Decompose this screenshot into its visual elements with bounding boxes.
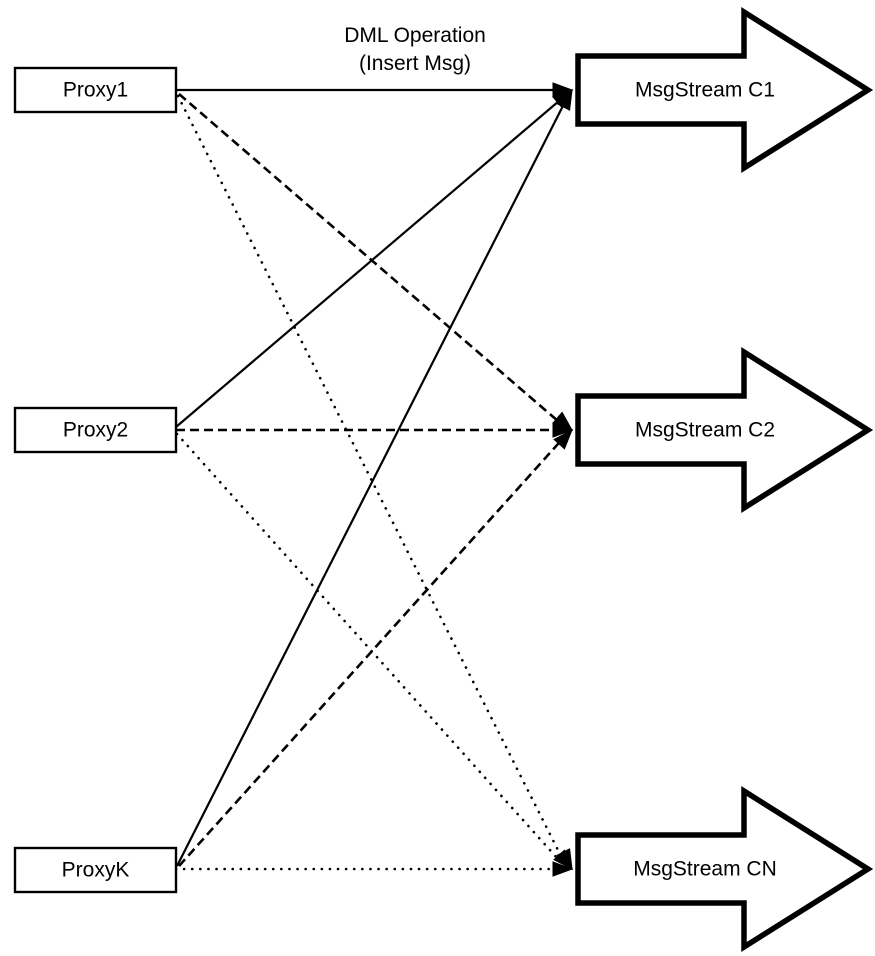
msgstream-label-stream-cn: MsgStream CN xyxy=(633,858,777,881)
msgstream-node-stream-c1[interactable]: MsgStream C1 xyxy=(575,7,874,173)
msgstream-arrow-shape-stream-c2[interactable] xyxy=(575,347,874,513)
edge-label-group: DML Operation (Insert Msg) xyxy=(344,24,486,75)
proxy-box-proxyk[interactable] xyxy=(13,846,178,894)
msgstream-node-layer: MsgStream C1 MsgStream C2 MsgStream CN xyxy=(575,7,874,952)
proxy-node-proxyk[interactable]: ProxyK xyxy=(13,846,178,894)
proxy-label-proxyk: ProxyK xyxy=(62,859,130,882)
arrowhead-pk-c2 xyxy=(553,428,573,450)
link-pk-c1 xyxy=(176,95,569,867)
msgstream-label-stream-c1: MsgStream C1 xyxy=(635,79,775,102)
link-pk-c2 xyxy=(178,434,567,867)
dml-operation-label-line1: DML Operation xyxy=(344,24,486,47)
proxy-label-proxy2: Proxy2 xyxy=(63,419,128,442)
proxy-node-proxy2[interactable]: Proxy2 xyxy=(13,406,178,454)
msgstream-node-stream-c2[interactable]: MsgStream C2 xyxy=(575,347,874,513)
arrowhead-layer xyxy=(552,82,574,877)
msgstream-arrow-shape-stream-cn[interactable] xyxy=(575,786,874,952)
msgstream-arrow-shape-stream-c1[interactable] xyxy=(575,7,874,173)
link-layer xyxy=(174,88,569,871)
msgstream-label-stream-c2: MsgStream C2 xyxy=(635,419,775,442)
proxy-box-proxy2[interactable] xyxy=(13,406,178,454)
arrowhead-pk-c1 xyxy=(556,88,573,111)
arrowhead-pk-cn xyxy=(552,861,574,877)
dml-operation-label-line2: (Insert Msg) xyxy=(359,52,471,75)
arrowhead-p2-cn xyxy=(553,849,573,871)
proxy-node-proxy1[interactable]: Proxy1 xyxy=(13,66,178,114)
proxy-label-proxy1: Proxy1 xyxy=(63,79,128,102)
msgstream-node-stream-cn[interactable]: MsgStream CN xyxy=(575,786,874,952)
link-p2-c1 xyxy=(175,94,567,428)
arrowhead-p2-c2 xyxy=(552,422,574,438)
proxy-box-proxy1[interactable] xyxy=(13,66,178,114)
